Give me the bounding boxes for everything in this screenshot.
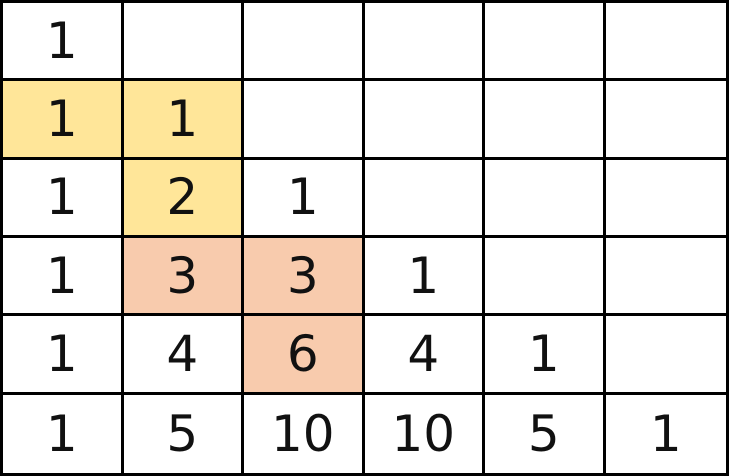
grid-cell-r1-c5	[485, 3, 606, 82]
grid-cell-r4-c1: 1	[3, 238, 124, 317]
grid-cell-r6-c6: 1	[649, 404, 682, 463]
grid-cell-r1-c6	[605, 3, 726, 82]
grid-cell-r2-c4	[364, 81, 485, 160]
grid-cell-r5-c3: 6	[244, 316, 365, 395]
grid-cell-r3-c5	[485, 159, 606, 238]
grid-cell-r5-c6	[605, 316, 726, 395]
grid-cell-r5-c5: 1	[485, 316, 606, 395]
grid-cell-r6-c2: 5	[124, 394, 244, 473]
grid-cell-r3-c6	[605, 160, 726, 238]
grid-cell-r5-c4: 4	[364, 316, 485, 395]
grid-cell-r1-c2	[123, 3, 244, 82]
grid-cell-r2-c3	[244, 81, 365, 160]
grid-cell-r3-c1: 1	[3, 159, 124, 238]
grid-cell-r4-c5	[485, 238, 606, 317]
grid-cell-r6-c4: 10	[365, 394, 485, 473]
grid-cell-r5-c2: 4	[123, 316, 244, 395]
grid-cell-r2-c2: 1	[123, 81, 244, 160]
grid-cell-r3-c3: 1	[244, 159, 365, 238]
grid-cell-r2-c6	[605, 81, 726, 160]
grid-cell-r6-c3: 10	[244, 394, 365, 473]
grid-cell-r2-c1: 1	[3, 81, 124, 160]
grid-cell-r5-c1: 1	[3, 316, 124, 395]
grid-cell-r6-c1: 1	[3, 394, 124, 473]
grid-cell-r4-c3: 3	[244, 238, 365, 317]
grid-cell-r3-c2: 2	[123, 159, 244, 238]
grid-cell-r2-c5	[485, 81, 606, 160]
grid-cell-r1-c1: 1	[3, 3, 124, 82]
grid-cell-r6-c5: 5	[485, 394, 606, 473]
grid-cell-r1-c3	[244, 3, 365, 82]
grid-cell-r3-c4	[364, 159, 485, 238]
grid-cell-r1-c4	[364, 3, 485, 82]
grid-cell-r4-c2: 3	[123, 238, 244, 317]
grid-cell-r4-c6	[605, 238, 726, 317]
grid-cell-r4-c4: 1	[364, 238, 485, 317]
